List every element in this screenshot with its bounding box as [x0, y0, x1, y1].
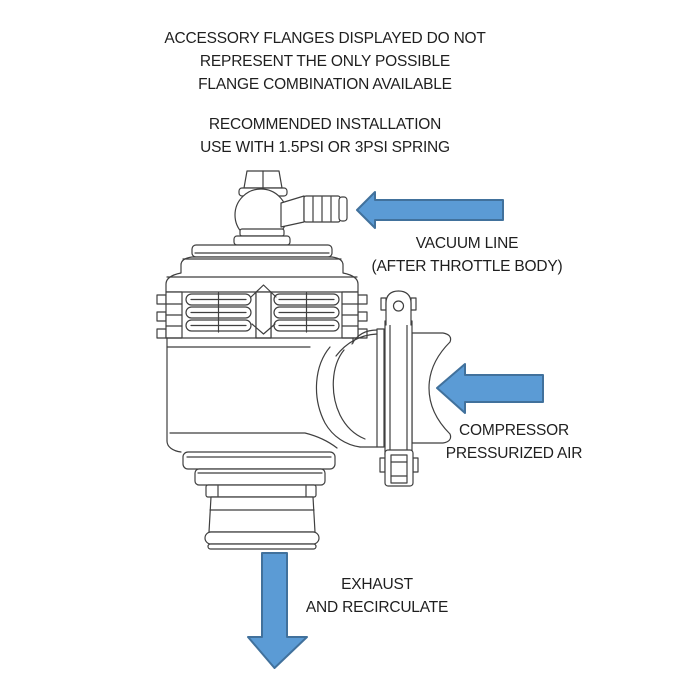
- note-line: ACCESSORY FLANGES DISPLAYED DO NOT: [164, 30, 486, 47]
- label-line: EXHAUST: [341, 576, 413, 593]
- outlet-port: [182, 451, 336, 550]
- exhaust-arrow-icon: [247, 552, 308, 669]
- fin-section: [156, 284, 368, 339]
- label-line: AND RECIRCULATE: [305, 599, 449, 616]
- valve-body: [166, 329, 378, 453]
- label-line: VACUUM LINE: [415, 235, 519, 252]
- inlet-pipe: [411, 332, 452, 444]
- note-line: RECOMMENDED INSTALLATION: [208, 116, 442, 133]
- label-exhaust-recirculate: EXHAUST AND RECIRCULATE: [306, 573, 448, 619]
- label-vacuum-line: VACUUM LINE (AFTER THROTTLE BODY): [372, 232, 563, 278]
- label-line: COMPRESSOR: [459, 422, 569, 439]
- note-line: REPRESENT THE ONLY POSSIBLE: [199, 53, 451, 70]
- label-line: (AFTER THROTTLE BODY): [371, 258, 563, 275]
- valve-drawing: [156, 170, 452, 550]
- vacuum-nipple-fitting: [233, 170, 348, 246]
- note-accessory-flanges: ACCESSORY FLANGES DISPLAYED DO NOT REPRE…: [164, 27, 486, 96]
- note-recommended-installation: RECOMMENDED INSTALLATION USE WITH 1.5PSI…: [200, 113, 450, 159]
- label-line: PRESSURIZED AIR: [445, 445, 583, 462]
- valve-top-cap: [165, 244, 359, 293]
- flow-arrows: [247, 191, 544, 669]
- note-line: FLANGE COMBINATION AVAILABLE: [198, 76, 452, 93]
- note-line: USE WITH 1.5PSI OR 3PSI SPRING: [200, 139, 450, 156]
- label-compressor-air: COMPRESSOR PRESSURIZED AIR: [446, 419, 583, 465]
- vacuum-line-arrow-icon: [356, 191, 504, 229]
- v-band-clamp: [376, 290, 419, 487]
- compressor-air-arrow-icon: [436, 363, 544, 414]
